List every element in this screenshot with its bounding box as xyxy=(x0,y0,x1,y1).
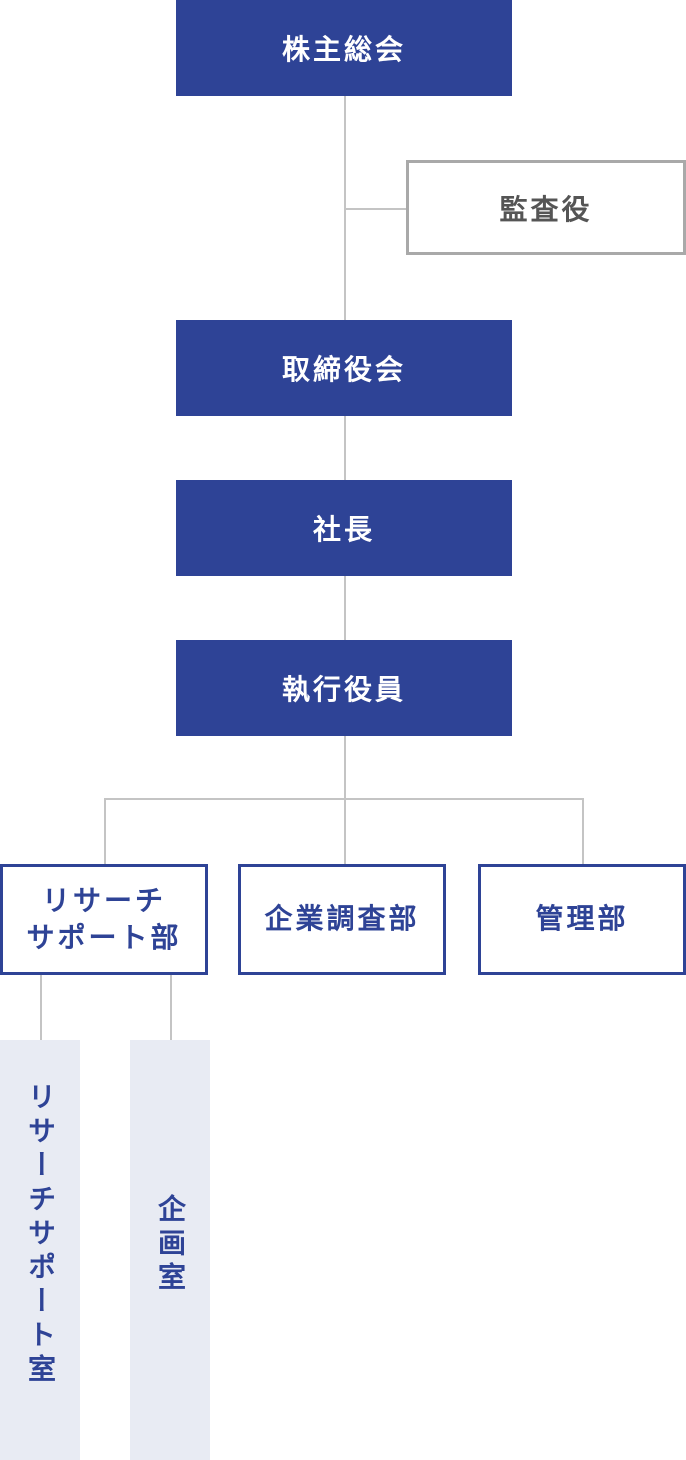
connector-office-planning xyxy=(170,975,172,1040)
department-corporate-investigation-box: 企業調査部 xyxy=(238,864,446,975)
connector-board-president xyxy=(344,416,346,480)
office-planning-box: 企画室 xyxy=(130,1040,210,1460)
department-administration-label: 管理部 xyxy=(535,902,629,936)
connector-office-research xyxy=(40,975,42,1040)
department-research-support-box: リサーチ サポート部 xyxy=(0,864,208,975)
connector-executive-down xyxy=(344,736,346,798)
executive-officers-label: 執行役員 xyxy=(281,673,406,706)
shareholders-meeting-label: 株主総会 xyxy=(281,33,406,66)
department-corporate-investigation-label: 企業調査部 xyxy=(264,902,420,936)
office-research-support-label: リサーチサポート室 xyxy=(24,1082,57,1388)
president-box: 社長 xyxy=(176,480,512,576)
shareholders-meeting-box: 株主総会 xyxy=(176,0,512,96)
department-administration-box: 管理部 xyxy=(478,864,686,975)
connector-auditor xyxy=(345,208,407,210)
connector-dept-admin xyxy=(582,798,584,864)
auditor-label: 監査役 xyxy=(499,192,593,226)
office-planning-label: 企画室 xyxy=(154,1194,187,1296)
department-research-support-label: リサーチ サポート部 xyxy=(26,884,182,954)
connector-president-executive xyxy=(344,576,346,640)
executive-officers-box: 執行役員 xyxy=(176,640,512,736)
office-research-support-box: リサーチサポート室 xyxy=(0,1040,80,1460)
auditor-box: 監査役 xyxy=(406,160,686,255)
board-of-directors-label: 取締役会 xyxy=(281,353,406,386)
board-of-directors-box: 取締役会 xyxy=(176,320,512,416)
president-label: 社長 xyxy=(312,513,375,546)
connector-dept-investigation xyxy=(344,798,346,864)
connector-dept-research xyxy=(104,798,106,864)
